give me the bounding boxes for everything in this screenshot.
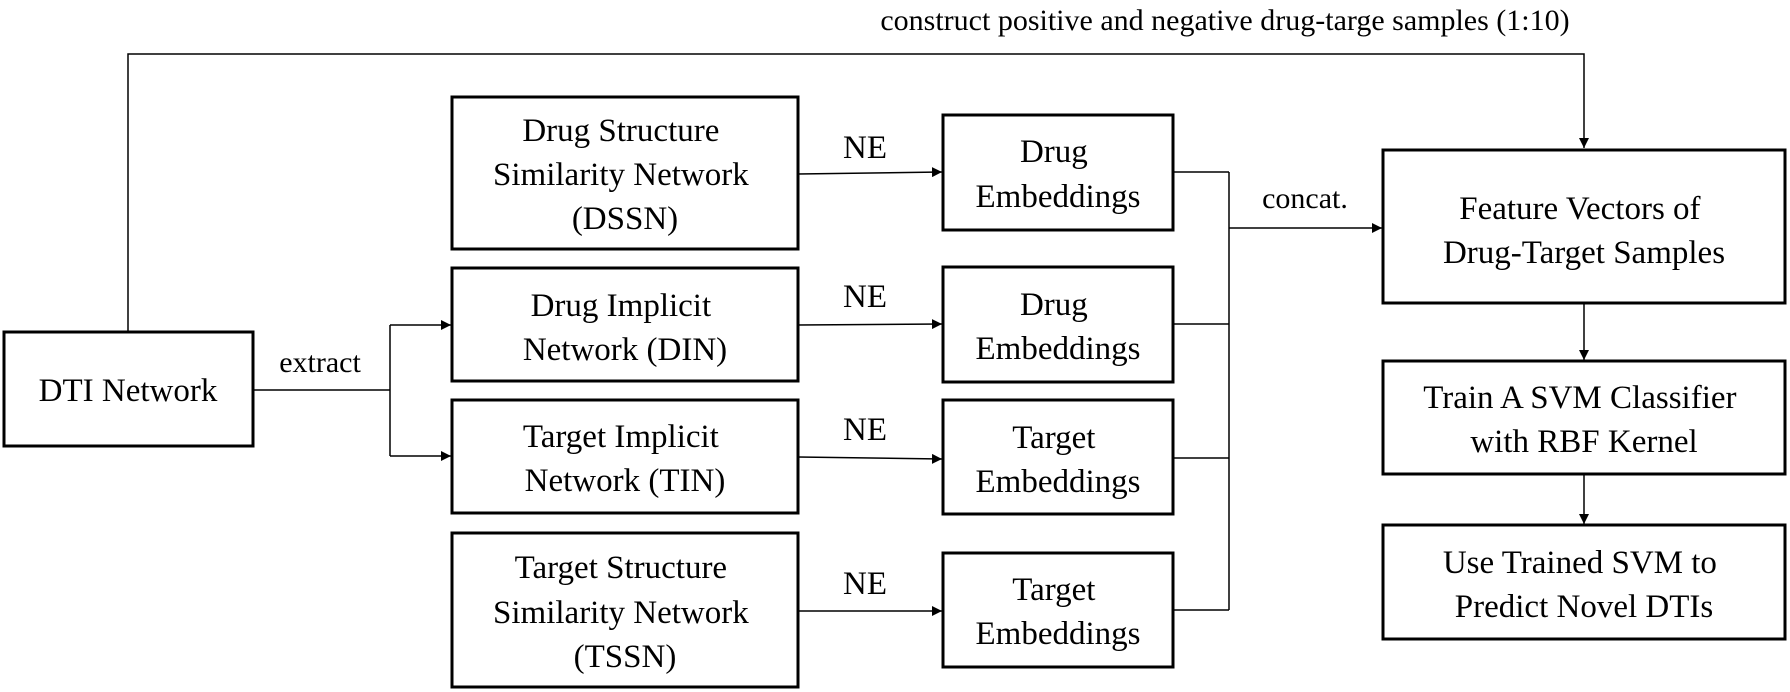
predict-box (1381, 523, 1787, 641)
feature-vectors-box (1381, 148, 1787, 305)
drug-embeddings-2-line-2: Embeddings (976, 331, 1141, 367)
dssn-box (450, 95, 800, 251)
ne-arrow-tin (797, 453, 943, 464)
din-line-1: Drug Implicit (531, 288, 712, 324)
drug-embeddings-label-1: Drug Embeddings (976, 134, 1141, 215)
tin-line-2: Network (TIN) (525, 463, 726, 499)
dssn-label: Drug Structure Similarity Network (DSSN) (493, 113, 757, 237)
tin-box (450, 398, 800, 515)
ne-arrow-din (797, 319, 943, 330)
train-svm-line-1: Train A SVM Classifier (1423, 380, 1736, 416)
predict-line-2: Predict Novel DTIs (1455, 589, 1713, 625)
train-svm-line-2: with RBF Kernel (1470, 424, 1697, 460)
tin-line-1: Target Implicit (523, 419, 719, 455)
sample-construction-connector (127, 53, 1589, 332)
target-embeddings-box-1 (941, 398, 1175, 516)
din-label: Drug Implicit Network (DIN) (523, 288, 727, 368)
target-embeddings-label-2: Target Embeddings (976, 572, 1141, 652)
ne-label-tssn: NE (843, 566, 887, 602)
target-embeddings-box-2 (941, 551, 1175, 669)
ne-label-dssn: NE (843, 130, 887, 166)
din-box (450, 266, 800, 383)
target-embeddings-2-line-2: Embeddings (976, 616, 1141, 652)
target-embeddings-2-line-1: Target (1012, 572, 1095, 608)
dti-network-box (2, 330, 255, 448)
din-line-2: Network (DIN) (523, 332, 727, 368)
tssn-line-2: Similarity Network (493, 595, 749, 631)
tin-label: Target Implicit Network (TIN) (523, 419, 727, 499)
drug-embeddings-box-1 (941, 113, 1175, 232)
dssn-line-3: (DSSN) (572, 201, 678, 237)
drug-embeddings-box-2 (941, 265, 1175, 384)
ne-label-din: NE (843, 279, 887, 315)
ne-arrow-dssn (797, 167, 943, 178)
ne-label-tin: NE (843, 412, 887, 448)
target-embeddings-label-1: Target Embeddings (976, 420, 1141, 500)
tssn-box (450, 531, 800, 689)
drug-embeddings-label-2: Drug Embeddings (976, 287, 1141, 367)
tssn-label: Target Structure Similarity Network (TSS… (493, 550, 757, 675)
tssn-line-1: Target Structure (515, 550, 727, 586)
feature-vectors-line-1: Feature Vectors of (1459, 191, 1700, 227)
predict-line-1: Use Trained SVM to (1443, 545, 1717, 581)
feature-vectors-line-2: Drug-Target Samples (1443, 235, 1725, 271)
target-embeddings-1-line-1: Target (1012, 420, 1095, 456)
target-embeddings-1-line-2: Embeddings (976, 464, 1141, 500)
tssn-line-3: (TSSN) (574, 639, 677, 675)
train-svm-label: Train A SVM Classifier with RBF Kernel (1423, 380, 1745, 460)
feature-vectors-label: Feature Vectors of Drug-Target Samples (1443, 191, 1725, 271)
train-svm-box (1381, 359, 1787, 476)
sample-construction-label: construct positive and negative drug-tar… (880, 4, 1569, 37)
dssn-line-2: Similarity Network (493, 157, 749, 193)
dssn-line-1: Drug Structure (522, 113, 719, 149)
concat-label: concat. (1262, 182, 1348, 215)
drug-embeddings-1-line-2: Embeddings (976, 179, 1141, 215)
dti-network-label: DTI Network (39, 373, 218, 409)
drug-embeddings-1-line-1: Drug (1020, 134, 1088, 170)
extract-label: extract (279, 346, 361, 379)
predict-label: Use Trained SVM to Predict Novel DTIs (1443, 545, 1725, 625)
drug-embeddings-2-line-1: Drug (1020, 287, 1088, 323)
